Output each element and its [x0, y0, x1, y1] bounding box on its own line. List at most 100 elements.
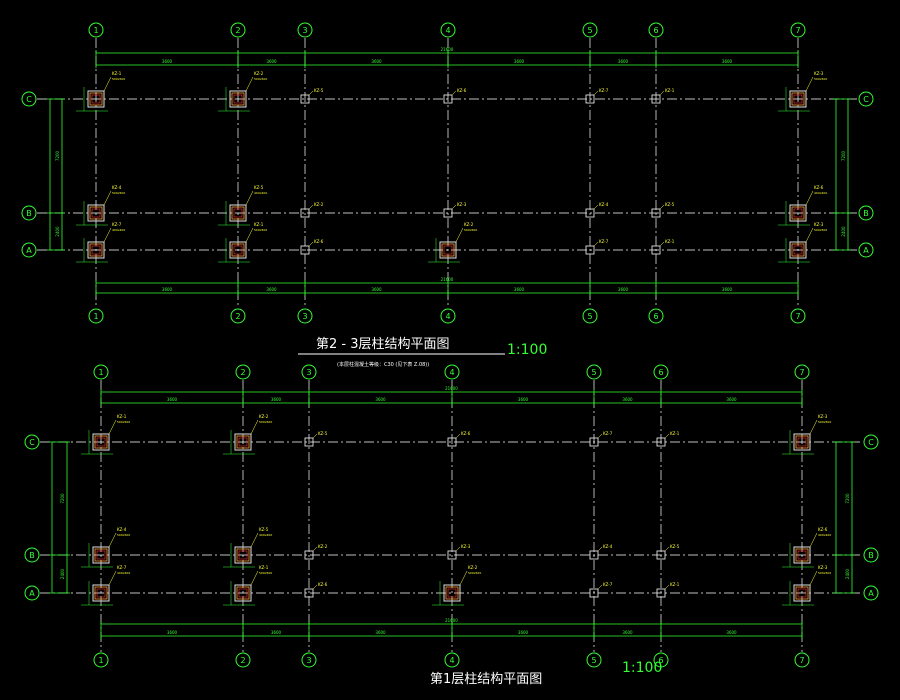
column-leader: [108, 532, 117, 548]
column-outline: [656, 550, 666, 560]
column-small: KZ-5: [656, 544, 680, 560]
axis-label-6: 6: [653, 312, 658, 321]
dimension-text: 3600: [514, 59, 525, 64]
column-stirrup: [231, 243, 245, 257]
axis-bubble-B: [24, 547, 40, 563]
column-leader: [245, 76, 254, 92]
column-rebar: [238, 550, 248, 560]
axis-bubble-A: [863, 585, 879, 601]
side-dimension-text: 2400: [60, 568, 65, 579]
axis-label-2: 2: [240, 656, 245, 665]
column-stirrup: [89, 243, 103, 257]
column-stirrup: [236, 548, 250, 562]
column-outline: [300, 208, 310, 218]
axis-label-A: A: [29, 589, 35, 598]
column-note: 500x500: [112, 77, 125, 81]
column-rebar: [793, 94, 803, 104]
column-note: 400x400: [112, 228, 125, 232]
column-rebar: [797, 437, 807, 447]
column-outline: [651, 94, 661, 104]
plan-title-upper: 第2 - 3层柱结构平面图: [316, 337, 450, 352]
column-tag: KZ-3: [461, 544, 471, 549]
column-rebar: [96, 588, 106, 598]
column-stirrup: [231, 206, 245, 220]
column-leader: [308, 90, 314, 96]
column-leader: [312, 433, 318, 439]
axis-bubble-B: [858, 205, 874, 221]
column-tag: KZ-6: [318, 582, 328, 587]
column-leader: [597, 433, 603, 439]
column-small: KZ-4: [589, 544, 613, 560]
column-small: KZ-5: [651, 202, 675, 218]
column-small: KZ-1: [651, 88, 675, 104]
column-outline: [651, 245, 661, 255]
column-tag: KZ-5: [314, 88, 324, 93]
column-tag: KZ-5: [318, 431, 328, 436]
axis-bubble-5: [586, 652, 602, 668]
column-outline: [447, 550, 457, 560]
column-leader: [103, 190, 112, 206]
column-small: KZ-2: [304, 544, 328, 560]
column-leader: [455, 546, 461, 552]
axis-label-B: B: [868, 551, 874, 560]
column-tag: KZ-6: [314, 239, 324, 244]
axis-label-1: 1: [93, 312, 98, 321]
overall-dimension-text: 21600: [441, 47, 454, 52]
axis-label-A: A: [868, 589, 874, 598]
side-dimension-text: 2400: [55, 226, 60, 237]
column-outline: [439, 241, 457, 259]
column-tag: KZ-3: [818, 565, 828, 570]
column-note: 500x500: [117, 533, 130, 537]
column-leader: [805, 227, 814, 243]
plan-subtitle-upper: (本层柱混凝土等级：C30 (见下表 Z.08)): [337, 362, 430, 368]
column-rebar: [91, 245, 101, 255]
axis-label-A: A: [26, 246, 32, 255]
dimension-text: 3600: [722, 287, 733, 292]
column-outline: [656, 437, 666, 447]
column-leader: [250, 532, 259, 548]
column-outline: [589, 588, 599, 598]
column-note: 400x400: [814, 191, 827, 195]
column-note: 400x400: [254, 191, 267, 195]
column-tag: KZ-1: [254, 222, 264, 227]
dimension-text: 3600: [514, 287, 525, 292]
column-leader: [805, 76, 814, 92]
axis-bubble-7: [790, 22, 806, 38]
column-small: KZ-5: [300, 88, 324, 104]
column-stirrup: [94, 548, 108, 562]
column-tag: KZ-1: [665, 239, 675, 244]
axis-label-6: 6: [658, 368, 663, 377]
column-leader: [597, 584, 603, 590]
column-small: KZ-7: [589, 582, 613, 598]
column-leader: [451, 90, 457, 96]
axis-label-4: 4: [445, 312, 450, 321]
axis-label-C: C: [26, 95, 32, 104]
column-tag: KZ-3: [457, 202, 467, 207]
column-note: 400x400: [117, 571, 130, 575]
column-stirrup: [89, 206, 103, 220]
column-small: KZ-1: [656, 431, 680, 447]
column-rebar: [443, 245, 453, 255]
column-leader: [108, 570, 117, 586]
axis-bubble-3: [301, 652, 317, 668]
overall-dimension-text: 21600: [441, 277, 454, 282]
column-tag: KZ-3: [818, 414, 828, 419]
column-stirrup: [791, 92, 805, 106]
axis-label-5: 5: [587, 312, 592, 321]
column-small: KZ-3: [443, 202, 467, 218]
axis-bubble-A: [858, 242, 874, 258]
axis-bubble-3: [297, 308, 313, 324]
column-outline: [234, 584, 252, 602]
axis-label-C: C: [29, 438, 35, 447]
column-outline: [87, 204, 105, 222]
